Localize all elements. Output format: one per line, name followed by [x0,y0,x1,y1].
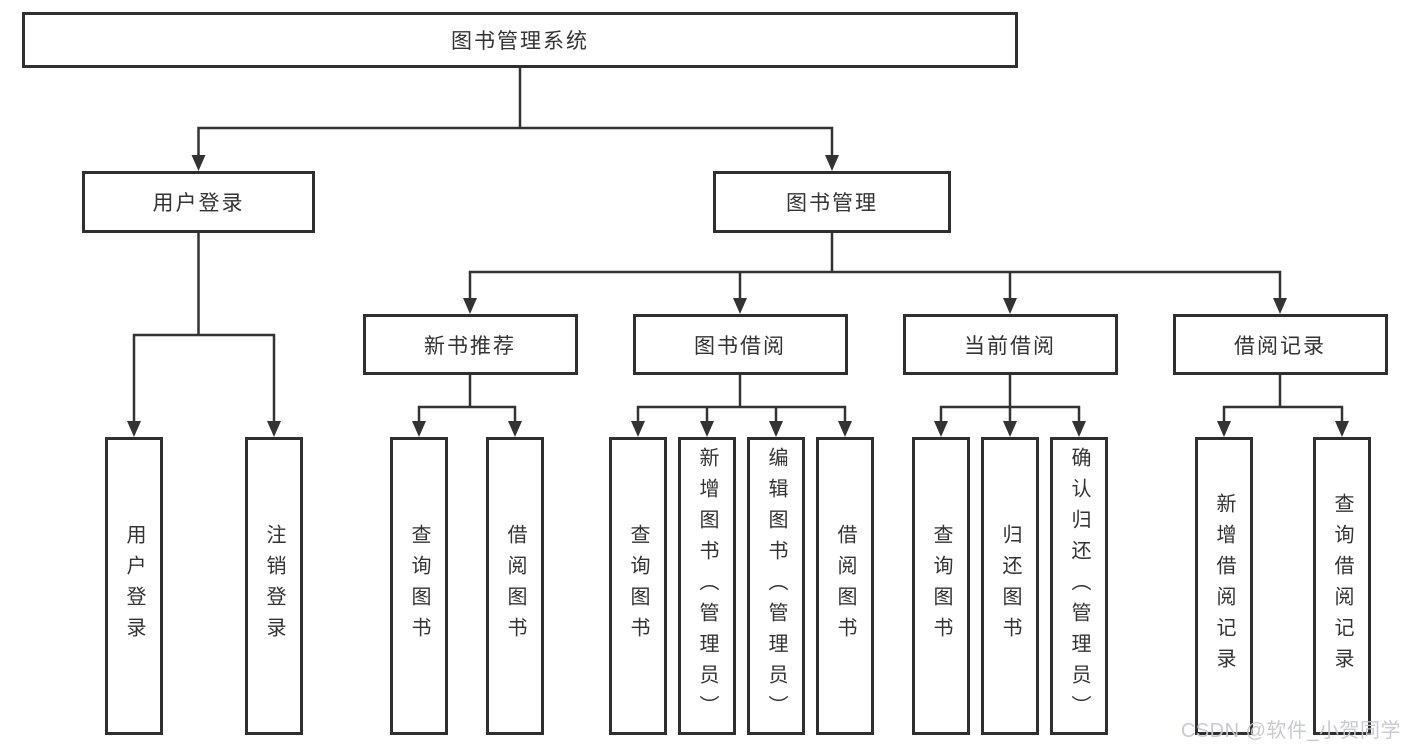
node-library-management-system: 图书管理系统 [22,12,1018,68]
leaf-current-confirm-return-admin: 确认归还（管理员） [1050,437,1108,735]
leaf-user-login: 用户登录 [105,437,163,735]
leaf-logout: 注销登录 [245,437,303,735]
leaf-recommend-query-books: 查询图书 [390,437,448,735]
node-book-borrowing: 图书借阅 [632,314,848,375]
leaf-records-query-borrow-record: 查询借阅记录 [1313,437,1371,735]
csdn-watermark: CSDN @软件_小贺同学 [1180,720,1401,742]
leaf-current-return-books: 归还图书 [981,437,1039,735]
node-borrowing-records: 借阅记录 [1172,314,1388,375]
node-new-book-recommendation: 新书推荐 [362,314,578,375]
leaf-borrowing-edit-books-admin: 编辑图书（管理员） [747,437,805,735]
leaf-recommend-borrow-books: 借阅图书 [486,437,544,735]
leaf-current-query-books: 查询图书 [912,437,970,735]
node-user-login: 用户登录 [82,171,315,233]
leaf-borrowing-query-books: 查询图书 [609,437,667,735]
leaf-borrowing-add-books-admin: 新增图书（管理员） [678,437,736,735]
node-current-borrowing: 当前借阅 [902,314,1118,375]
leaf-borrowing-borrow-books: 借阅图书 [816,437,874,735]
leaf-records-add-borrow-record: 新增借阅记录 [1195,437,1253,735]
node-book-management: 图书管理 [713,171,951,233]
